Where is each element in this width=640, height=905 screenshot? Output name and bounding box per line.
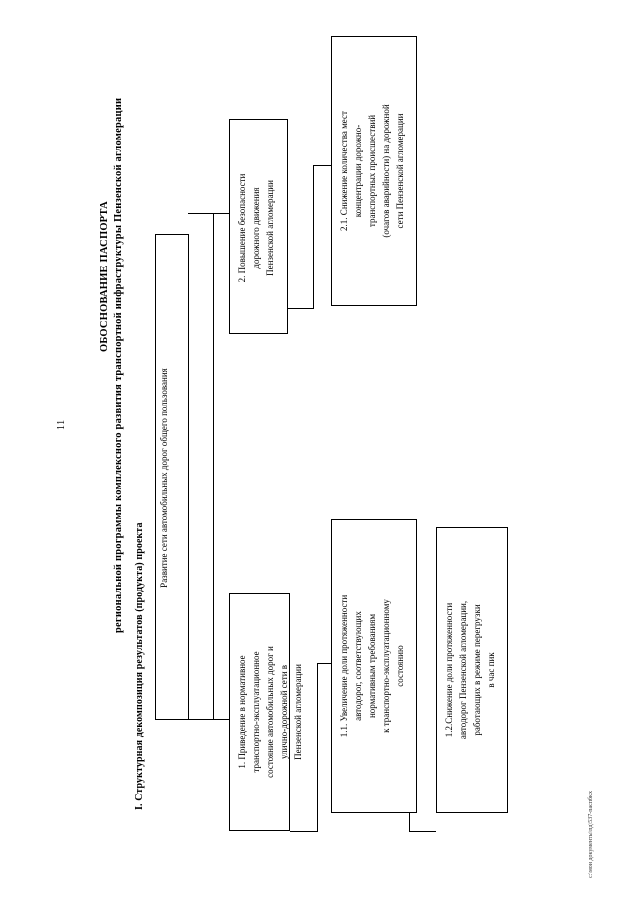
node-1-1-line-3: нормативным требованиям: [366, 613, 377, 719]
node-2-line-3: Пензенской агломерации: [264, 180, 275, 276]
node-1-1-line-5: состоянию: [394, 645, 405, 687]
node-2-1-line-2: концентрации дорожно-: [352, 124, 363, 218]
connector-trunk-to-node-2: [213, 213, 229, 214]
connector-node2-to-branch: [288, 308, 314, 309]
node-1-1-label: 1.1. Увеличение доли протяженности автод…: [338, 526, 408, 806]
node-1-1-line-1: 1.1. Увеличение доли протяженности: [339, 594, 349, 738]
node-1-line-2: транспортно-эксплуатационное: [250, 651, 261, 773]
node-1-2-line-1: 1.2.Снижение доли протяженности: [444, 602, 454, 738]
node-1-2-line-4: в час пик: [485, 652, 496, 688]
node-1-line-3: состояние автомобильных дорог и: [264, 646, 275, 778]
page-number: 11: [56, 419, 67, 430]
node-2-label: 2. Повышение безопасности дорожного движ…: [236, 128, 278, 328]
node-1-1-line-4: к транспортно-эксплуатационному: [380, 599, 391, 733]
node-1-line-4: улично-дорожной сети в: [278, 664, 289, 760]
connector-trunk-vertical: [213, 213, 214, 720]
document-title: ОБОСНОВАНИЕ ПАСПОРТА: [99, 201, 110, 352]
node-2-line-2: дорожного движения: [250, 187, 261, 269]
node-2-1-line-4: (очагов аварийности) на дорожной: [380, 104, 391, 238]
footer-document-path: с:\мои документы\пд\537-паспбкх: [588, 791, 594, 878]
node-1-1[interactable]: 1.1. Увеличение доли протяженности автод…: [331, 519, 417, 813]
node-2-1[interactable]: 2.1. Снижение количества мест концентрац…: [331, 36, 417, 306]
node-1-2-label: 1.2.Снижение доли протяженности автодоро…: [443, 534, 499, 806]
node-1-line-1: 1. Приведение в нормативное: [237, 655, 247, 769]
node-1-line-5: Пензенской агломерации: [292, 664, 303, 760]
node-2[interactable]: 2. Повышение безопасности дорожного движ…: [229, 119, 288, 334]
connector-branch-to-node-1-2-vertical: [409, 813, 410, 831]
section-heading: I. Структурная декомпозиция результатов …: [134, 522, 145, 810]
node-1[interactable]: 1. Приведение в нормативное транспортно-…: [229, 593, 303, 831]
node-2-line-1: 2. Повышение безопасности: [237, 173, 247, 283]
node-2-1-line-1: 2.1. Снижение количества мест: [339, 111, 349, 231]
connector-root-to-trunk-top: [188, 213, 214, 214]
node-root[interactable]: Развитие сети автомобильных дорог общего…: [155, 234, 189, 720]
node-2-1-line-5: сети Пензенской агломерации: [394, 113, 405, 229]
connector-branch-to-node-1-2: [409, 831, 436, 832]
connector-node1-to-branch: [290, 831, 318, 832]
node-1-2[interactable]: 1.2.Снижение доли протяженности автодоро…: [436, 527, 508, 813]
node-2-1-label: 2.1. Снижение количества мест концентрац…: [338, 43, 408, 299]
node-2-1-line-3: транспортных происшествий: [366, 114, 377, 228]
document-subtitle: региональной программы комплексного разв…: [113, 97, 124, 633]
connector-root-to-trunk-bottom: [188, 719, 218, 720]
node-1-2-line-3: работающих в режиме перегрузки: [471, 604, 482, 736]
node-root-label: Развитие сети автомобильных дорог общего…: [159, 368, 169, 588]
node-1-label: 1. Приведение в нормативное транспортно-…: [236, 599, 306, 825]
node-1-2-line-2: автодорог Пензенской агломерации,: [457, 600, 468, 740]
connector-node1-branch-vertical: [317, 663, 318, 832]
node-1-1-line-2: автодорог, соответствующих: [352, 611, 363, 721]
connector-node2-branch-vertical: [313, 165, 314, 309]
connector-trunk-to-node-1: [213, 719, 229, 720]
connector-branch-to-node-1-1: [317, 663, 331, 664]
connector-branch-to-node-2-1: [313, 165, 331, 166]
